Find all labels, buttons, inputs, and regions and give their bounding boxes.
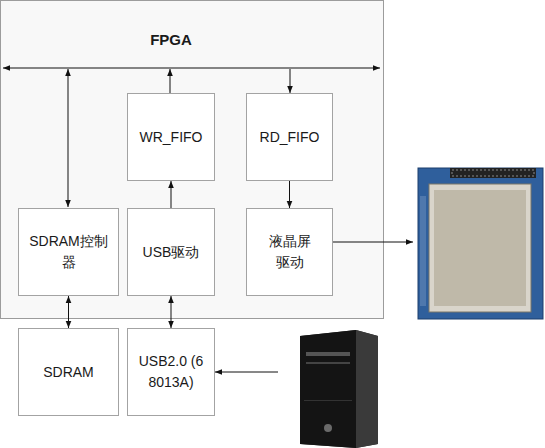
pc-power-button [324, 424, 332, 432]
pc-body [300, 330, 378, 448]
lcd-illustration [418, 168, 543, 319]
block-title: FPGA [1, 29, 341, 52]
pc-drive-slot [306, 362, 350, 364]
connector-arrow [171, 181, 172, 208]
lcd-screen [434, 190, 526, 306]
module-label: 液晶屏驱动 [268, 231, 312, 273]
lcd-board [418, 168, 543, 319]
pc-front [300, 330, 356, 448]
module-box: WR_FIFO [127, 93, 215, 181]
pc-side [356, 330, 378, 448]
lcd-frame [429, 184, 531, 312]
bus-wire [68, 69, 69, 207]
lcd-pins [452, 170, 534, 176]
fpga-block: FPGA WR_FIFO RD_FIFO SDRAM控制器 USB驱动 液晶屏驱动 [0, 0, 384, 319]
module-label: RD_FIFO [260, 127, 320, 148]
module-label: WR_FIFO [140, 127, 203, 148]
module-box: SDRAM [18, 328, 119, 416]
module-box: 液晶屏驱动 [246, 208, 333, 296]
module-label: SDRAM [43, 362, 94, 383]
bus-wire [170, 69, 171, 93]
module-box: USB驱动 [127, 208, 215, 296]
pc-illustration [300, 330, 378, 448]
connector-arrow [68, 296, 69, 328]
lcd-edge [420, 196, 426, 306]
module-label: USB2.0 (68013A) [138, 351, 204, 393]
module-box: RD_FIFO [246, 93, 333, 181]
bus-line [3, 68, 380, 69]
display-wire [333, 242, 413, 243]
bus-wire [290, 69, 291, 93]
pc-seam [304, 400, 352, 401]
lcd-header [450, 168, 536, 178]
connector-arrow [171, 296, 172, 328]
module-box: USB2.0 (68013A) [127, 328, 215, 416]
connector-arrow [289, 181, 290, 208]
module-box: SDRAM控制器 [18, 208, 119, 296]
module-label: USB驱动 [143, 242, 200, 263]
pc-drive-slot [306, 352, 350, 356]
module-label: SDRAM控制器 [28, 231, 110, 273]
pc-wire [215, 372, 278, 373]
